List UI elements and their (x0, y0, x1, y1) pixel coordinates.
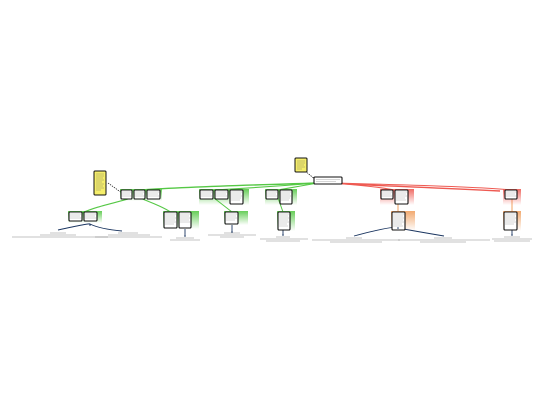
con-claim-1a[interactable] (380, 189, 394, 200)
pro-claim-3b[interactable] (279, 189, 293, 205)
note-left-link (107, 182, 123, 194)
pro-sub-claim-1a[interactable] (68, 211, 83, 222)
note-left (93, 170, 107, 196)
con-claim-2a[interactable] (504, 189, 518, 200)
con-sub-claim-2[interactable] (503, 211, 518, 231)
pro-claim-3a[interactable] (265, 189, 279, 200)
claim-nodes (68, 176, 518, 231)
con-sub-claim-1[interactable] (391, 211, 406, 231)
pro-claim-2b[interactable] (214, 189, 229, 200)
source-bracket-1 (57, 223, 123, 232)
citation-marker-4 (282, 234, 284, 236)
con-branch-line (329, 182, 501, 192)
pro-sub-claim-1b[interactable] (83, 211, 98, 222)
citation-marker-2 (184, 235, 186, 237)
note-left-lines (96, 173, 104, 191)
citation-marker-5 (397, 227, 399, 229)
root-claim[interactable] (313, 176, 343, 185)
pro-claim-2a[interactable] (199, 189, 214, 200)
citation-marker-1 (89, 224, 91, 226)
citation-marker-3 (231, 231, 233, 233)
pro-branch-line (139, 182, 319, 191)
notes (93, 157, 308, 196)
box-text-lines (70, 179, 516, 227)
pro-claim-2c[interactable] (229, 189, 244, 205)
pro-sub-claim-4[interactable] (277, 211, 291, 231)
citation-marker-6 (511, 234, 513, 236)
pro-claim-1b[interactable] (133, 189, 146, 200)
pro-claim-1a[interactable] (120, 189, 133, 200)
note-root-lines (297, 160, 305, 170)
citation-markers (89, 224, 513, 237)
con-claim-1b[interactable] (394, 189, 409, 205)
con-branch-line-3 (329, 182, 513, 191)
source-citations (12, 232, 532, 243)
pro-claim-1c[interactable] (146, 189, 161, 200)
